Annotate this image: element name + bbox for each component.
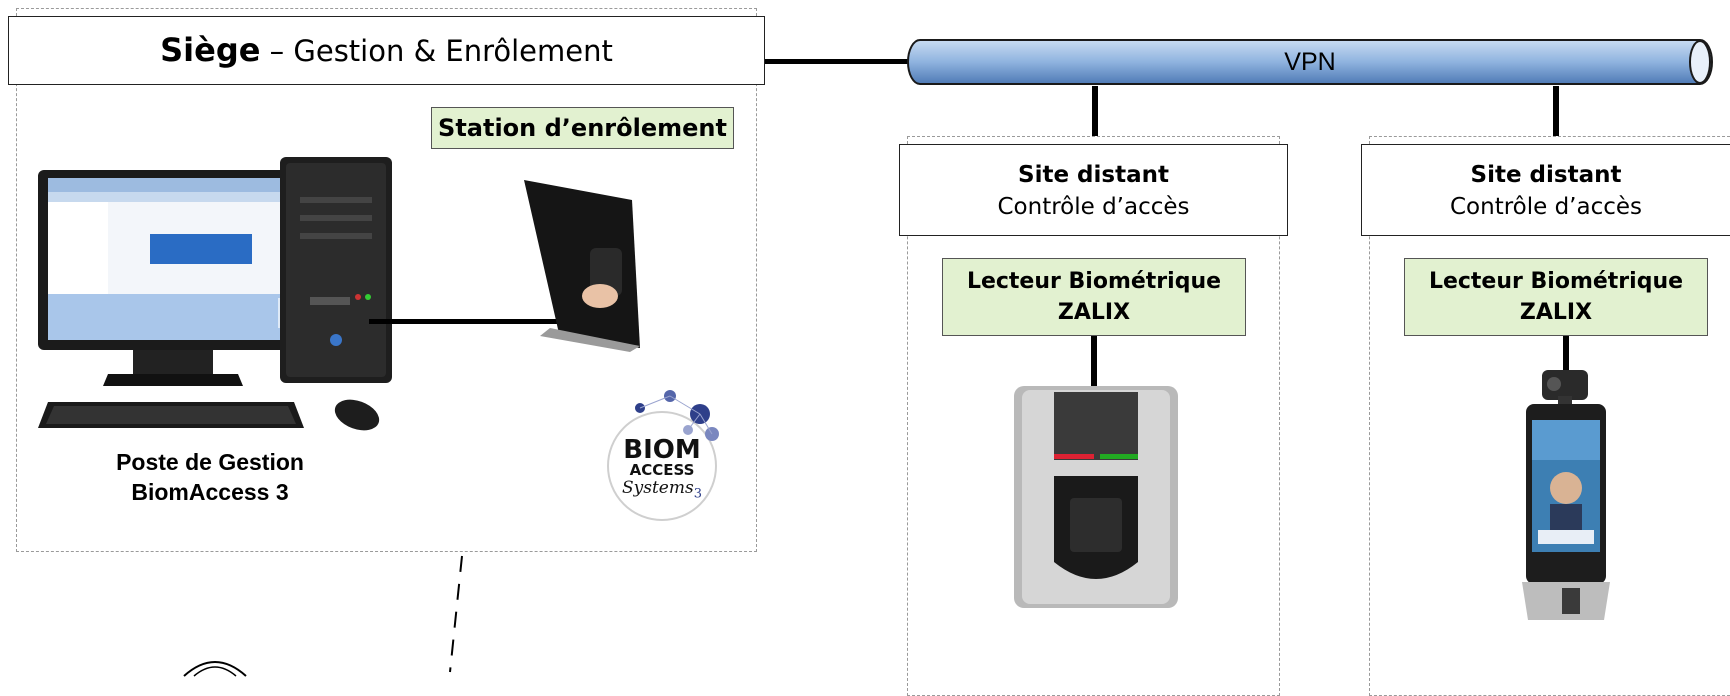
site2-subtitle: Contrôle d’accès	[1449, 194, 1643, 220]
site2-title: Site distant	[1470, 162, 1622, 188]
vpn-label: VPN	[1284, 48, 1336, 76]
site2-title-box: Site distant Contrôle d’accès	[1361, 144, 1730, 236]
biomaccess-logo: BIOM ACCESS Systems3	[600, 388, 730, 524]
enrollment-station-text: Station d’enrôlement	[438, 114, 727, 142]
hq-title-bold: Siège	[160, 31, 261, 69]
site1-reader-connector	[1091, 336, 1097, 386]
vpn-drop-site1	[1092, 86, 1098, 136]
site2-reader-label: Lecteur Biométrique ZALIX	[1404, 258, 1708, 336]
site2-reader-line1: Lecteur Biométrique	[1428, 269, 1684, 294]
site1-reader-label: Lecteur Biométrique ZALIX	[942, 258, 1246, 336]
enrollment-station-label: Station d’enrôlement	[431, 107, 734, 149]
tower-case-icon	[280, 157, 392, 383]
logo-line2: ACCESS	[629, 461, 695, 479]
logo-suffix: 3	[693, 486, 702, 502]
hq-dashed-link	[449, 555, 463, 673]
face-recognition-terminal-icon	[1518, 370, 1610, 626]
connector-pc-to-enrollment	[369, 319, 559, 324]
keyboard-icon	[38, 402, 304, 432]
workstation-label-line2: BiomAccess 3	[131, 479, 289, 505]
person-avatar-icon	[183, 661, 247, 677]
vpn-tunnel: VPN	[906, 38, 1714, 86]
logo-line3: Systems	[622, 478, 694, 498]
desktop-computer-icon	[38, 170, 308, 395]
hq-title-rest: – Gestion & Enrôlement	[260, 34, 613, 68]
hq-boundary	[16, 8, 757, 552]
site1-title-box: Site distant Contrôle d’accès	[899, 144, 1288, 236]
site2-reader-line2: ZALIX	[1519, 300, 1593, 325]
mouse-icon	[334, 398, 380, 432]
hq-to-vpn-connector	[765, 59, 910, 64]
hq-title-box: Siège – Gestion & Enrôlement	[8, 16, 765, 85]
logo-line1: BIOM	[623, 435, 701, 465]
workstation-label: Poste de Gestion BiomAccess 3	[100, 447, 320, 507]
site1-title: Site distant	[1018, 162, 1169, 188]
site1-subtitle: Contrôle d’accès	[997, 194, 1190, 220]
site2-reader-connector	[1563, 336, 1569, 372]
vpn-drop-site2	[1553, 86, 1559, 136]
site1-reader-line2: ZALIX	[1057, 300, 1131, 325]
site1-reader-line1: Lecteur Biométrique	[966, 269, 1222, 294]
workstation-label-line1: Poste de Gestion	[116, 449, 304, 475]
biometric-reader-device-icon	[1014, 386, 1178, 608]
fingerprint-enrollment-scanner-icon	[520, 178, 640, 352]
